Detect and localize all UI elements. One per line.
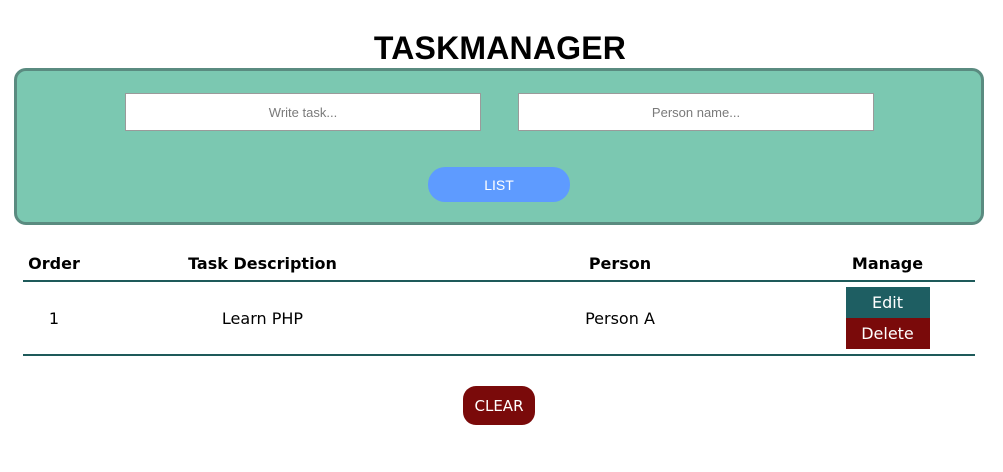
delete-button[interactable]: Delete	[845, 318, 930, 349]
edit-button[interactable]: Edit	[845, 287, 930, 318]
column-header-task-description: Task Description	[85, 246, 440, 282]
table-body: 1 Learn PHP Person A Edit Delete	[23, 281, 975, 356]
table-header-row: Order Task Description Person Manage	[23, 246, 975, 282]
manage-buttons: Edit Delete	[845, 287, 930, 349]
table-row: 1 Learn PHP Person A Edit Delete	[23, 281, 975, 356]
task-form-panel: LIST	[14, 68, 984, 225]
task-manage-cell: Edit Delete	[800, 281, 975, 356]
table-header: Order Task Description Person Manage	[23, 246, 975, 282]
task-order-cell: 1	[23, 281, 85, 356]
task-person-cell: Person A	[440, 281, 800, 356]
page-title: TASKMANAGER	[373, 30, 627, 67]
task-description-cell: Learn PHP	[85, 281, 440, 356]
list-button[interactable]: LIST	[428, 167, 570, 202]
task-table: Order Task Description Person Manage 1 L…	[23, 246, 975, 356]
column-header-order: Order	[23, 246, 85, 282]
column-header-person: Person	[440, 246, 800, 282]
task-input[interactable]	[125, 93, 481, 131]
column-header-manage: Manage	[800, 246, 975, 282]
clear-button[interactable]: CLEAR	[463, 386, 535, 425]
person-name-input[interactable]	[518, 93, 874, 131]
